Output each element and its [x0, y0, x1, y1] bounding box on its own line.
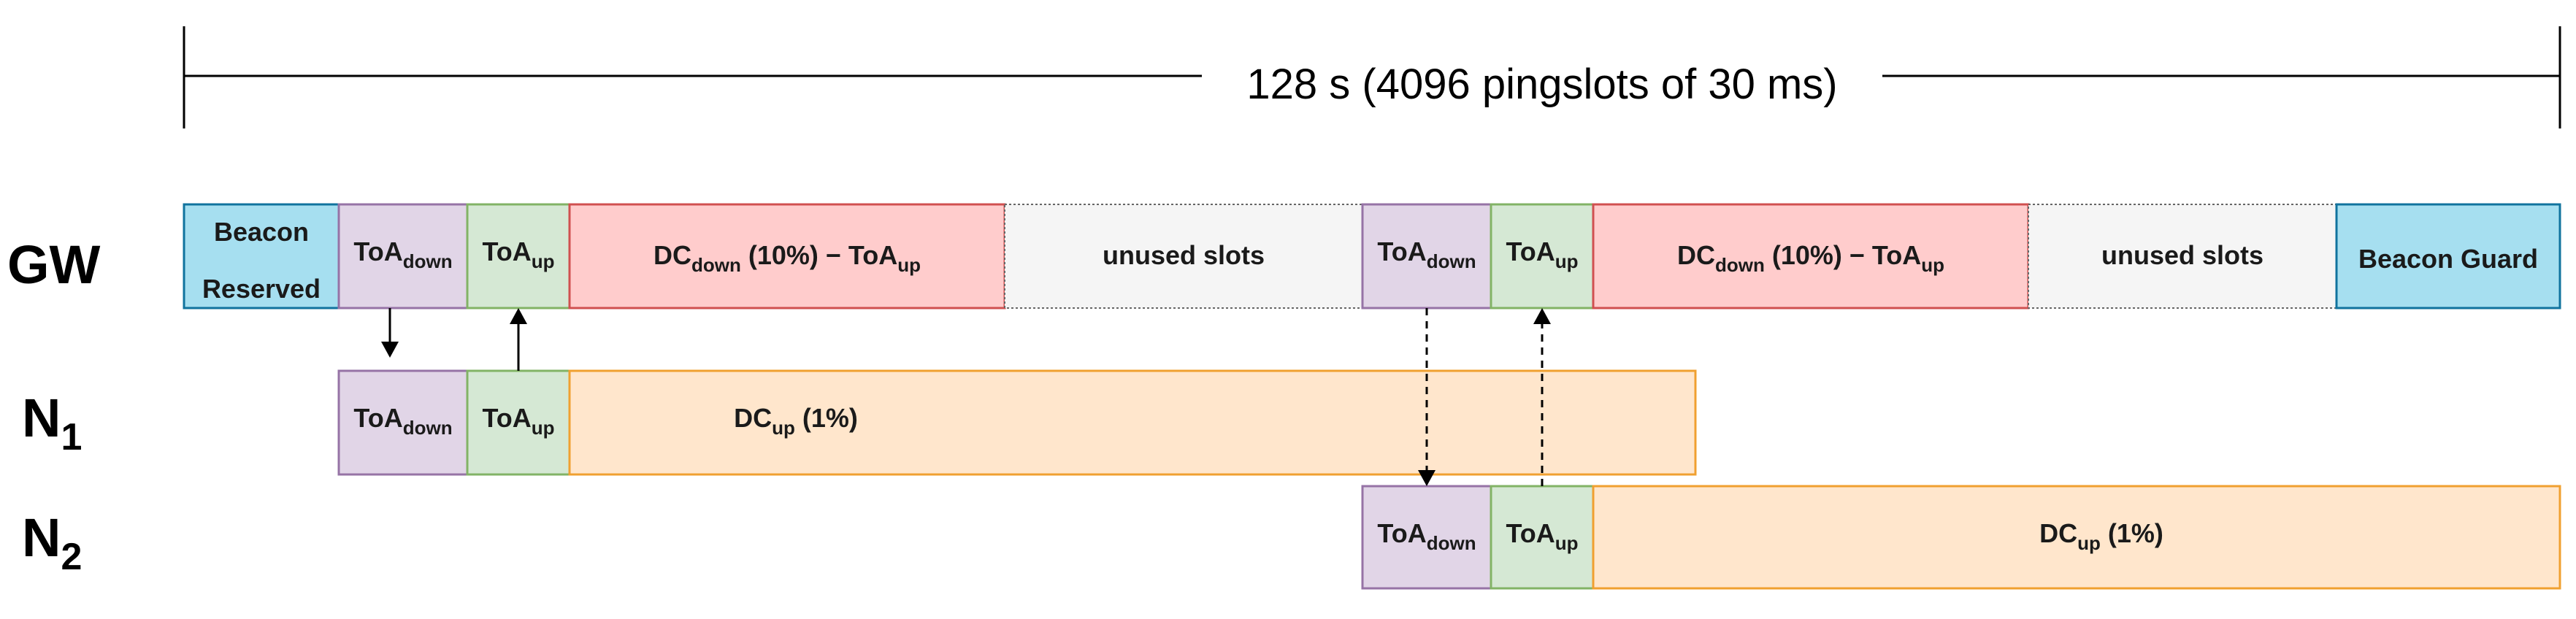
row-label-n1-sub: 1	[61, 416, 82, 458]
n2-row: ToAdown ToAup DCup (1%)	[1361, 485, 2561, 590]
gw-toa-down-main-2: ToA	[1377, 237, 1426, 266]
n1-toa-down-main: ToA	[353, 403, 402, 433]
gw-beacon-guard-block	[2335, 203, 2561, 310]
n2-toa-up-label: ToAup	[1506, 518, 1578, 554]
n1-row: ToAdown ToAup DCup (1%)	[337, 369, 1697, 476]
row-label-n1-main: N	[22, 388, 61, 448]
n2-toa-down-sub: down	[1427, 532, 1476, 554]
n1-dc-up-rest: (1%)	[795, 403, 858, 433]
gw-dc-down-label-2: DCdown (10%) − ToAup	[1677, 240, 1944, 276]
gw-row: Beacon Reserved ToAdown ToAup DCdown (10…	[183, 203, 2561, 310]
gw-dc-down-label-1: DCdown (10%) − ToAup	[653, 240, 921, 276]
arrowhead-gw-to-n1-down	[381, 342, 399, 358]
gw-beacon-reserved-block	[183, 203, 340, 310]
gw-dc-down-sub-1: down	[691, 254, 741, 276]
period-label: 128 s (4096 pingslots of 30 ms)	[1246, 61, 1837, 108]
n2-dc-up-rest: (1%)	[2101, 518, 2163, 548]
row-label-n1: N1	[22, 388, 82, 458]
gw-toa-up-label-1: ToAup	[482, 237, 554, 272]
gw-dc-down-block-2	[1592, 203, 2030, 310]
n2-dc-up-sub: up	[2077, 532, 2101, 554]
gw-toa-down-block-2	[1361, 203, 1492, 310]
n1-toa-down-sub: down	[403, 417, 453, 439]
arrowhead-n2-to-gw-up	[1533, 308, 1551, 324]
gw-dc-down-sub2-1: up	[897, 254, 921, 276]
gw-toa-down-sub-1: down	[403, 250, 453, 272]
n1-toa-up-sub: up	[532, 417, 555, 439]
row-label-gw: GW	[7, 234, 101, 295]
gw-unused-slots-label-1: unused slots	[1103, 240, 1265, 270]
gw-dc-down-sub2-2: up	[1921, 254, 1944, 276]
n1-toa-up-main: ToA	[482, 403, 531, 433]
period-dimension: 128 s (4096 pingslots of 30 ms)	[183, 26, 2561, 128]
gw-dc-down-main-1: DC	[653, 240, 691, 270]
arrowhead-gw-to-n2-down	[1418, 470, 1435, 486]
n1-toa-down-label: ToAdown	[353, 403, 452, 439]
gw-toa-up-label-2: ToAup	[1506, 237, 1578, 272]
row-label-n2-sub: 2	[61, 536, 82, 578]
n2-toa-down-main: ToA	[1377, 518, 1426, 548]
n2-toa-up-main: ToA	[1506, 518, 1555, 548]
gw-dc-down-mid-1: (10%) − ToA	[741, 240, 897, 270]
gw-toa-down-label-2: ToAdown	[1377, 237, 1476, 272]
gw-toa-up-sub-2: up	[1555, 250, 1579, 272]
arrowhead-n1-to-gw-up	[510, 308, 527, 324]
gw-unused-slots-label-2: unused slots	[2101, 240, 2263, 270]
arrows	[381, 308, 1551, 486]
n1-dc-up-block	[568, 369, 1697, 476]
n1-dc-up-sub: up	[772, 417, 795, 439]
n2-toa-down-label: ToAdown	[1377, 518, 1476, 554]
gw-dc-down-block-1	[568, 203, 1006, 310]
row-label-n2-main: N	[22, 507, 61, 568]
row-label-n2: N2	[22, 507, 82, 578]
n2-dc-up-block	[1592, 485, 2561, 590]
gw-toa-down-block-1	[337, 203, 469, 310]
gw-toa-down-sub-2: down	[1427, 250, 1476, 272]
gw-dc-down-sub-2: down	[1715, 254, 1765, 276]
gw-unused-slots-block-2	[2028, 204, 2337, 309]
gw-toa-up-main-1: ToA	[482, 237, 531, 266]
n1-dc-up-label: DCup (1%)	[734, 403, 858, 439]
n2-dc-up-label: DCup (1%)	[2039, 518, 2163, 554]
gw-beacon-reserved-line2: Reserved	[202, 274, 321, 304]
n1-dc-up-main: DC	[734, 403, 772, 433]
gw-dc-down-main-2: DC	[1677, 240, 1715, 270]
gw-toa-down-label-1: ToAdown	[353, 237, 452, 272]
gw-toa-up-block-2	[1490, 203, 1595, 310]
gw-toa-down-main-1: ToA	[353, 237, 402, 266]
gw-toa-up-sub-1: up	[532, 250, 555, 272]
gw-unused-slots-block-1	[1004, 204, 1363, 309]
n2-dc-up-main: DC	[2039, 518, 2077, 548]
gw-dc-down-mid-2: (10%) − ToA	[1765, 240, 1921, 270]
n1-toa-up-label: ToAup	[482, 403, 554, 439]
gw-beacon-reserved-line1: Beacon	[214, 217, 309, 247]
gw-toa-up-main-2: ToA	[1506, 237, 1555, 266]
n2-toa-up-sub: up	[1555, 532, 1579, 554]
gw-beacon-guard-label: Beacon Guard	[2358, 244, 2538, 274]
